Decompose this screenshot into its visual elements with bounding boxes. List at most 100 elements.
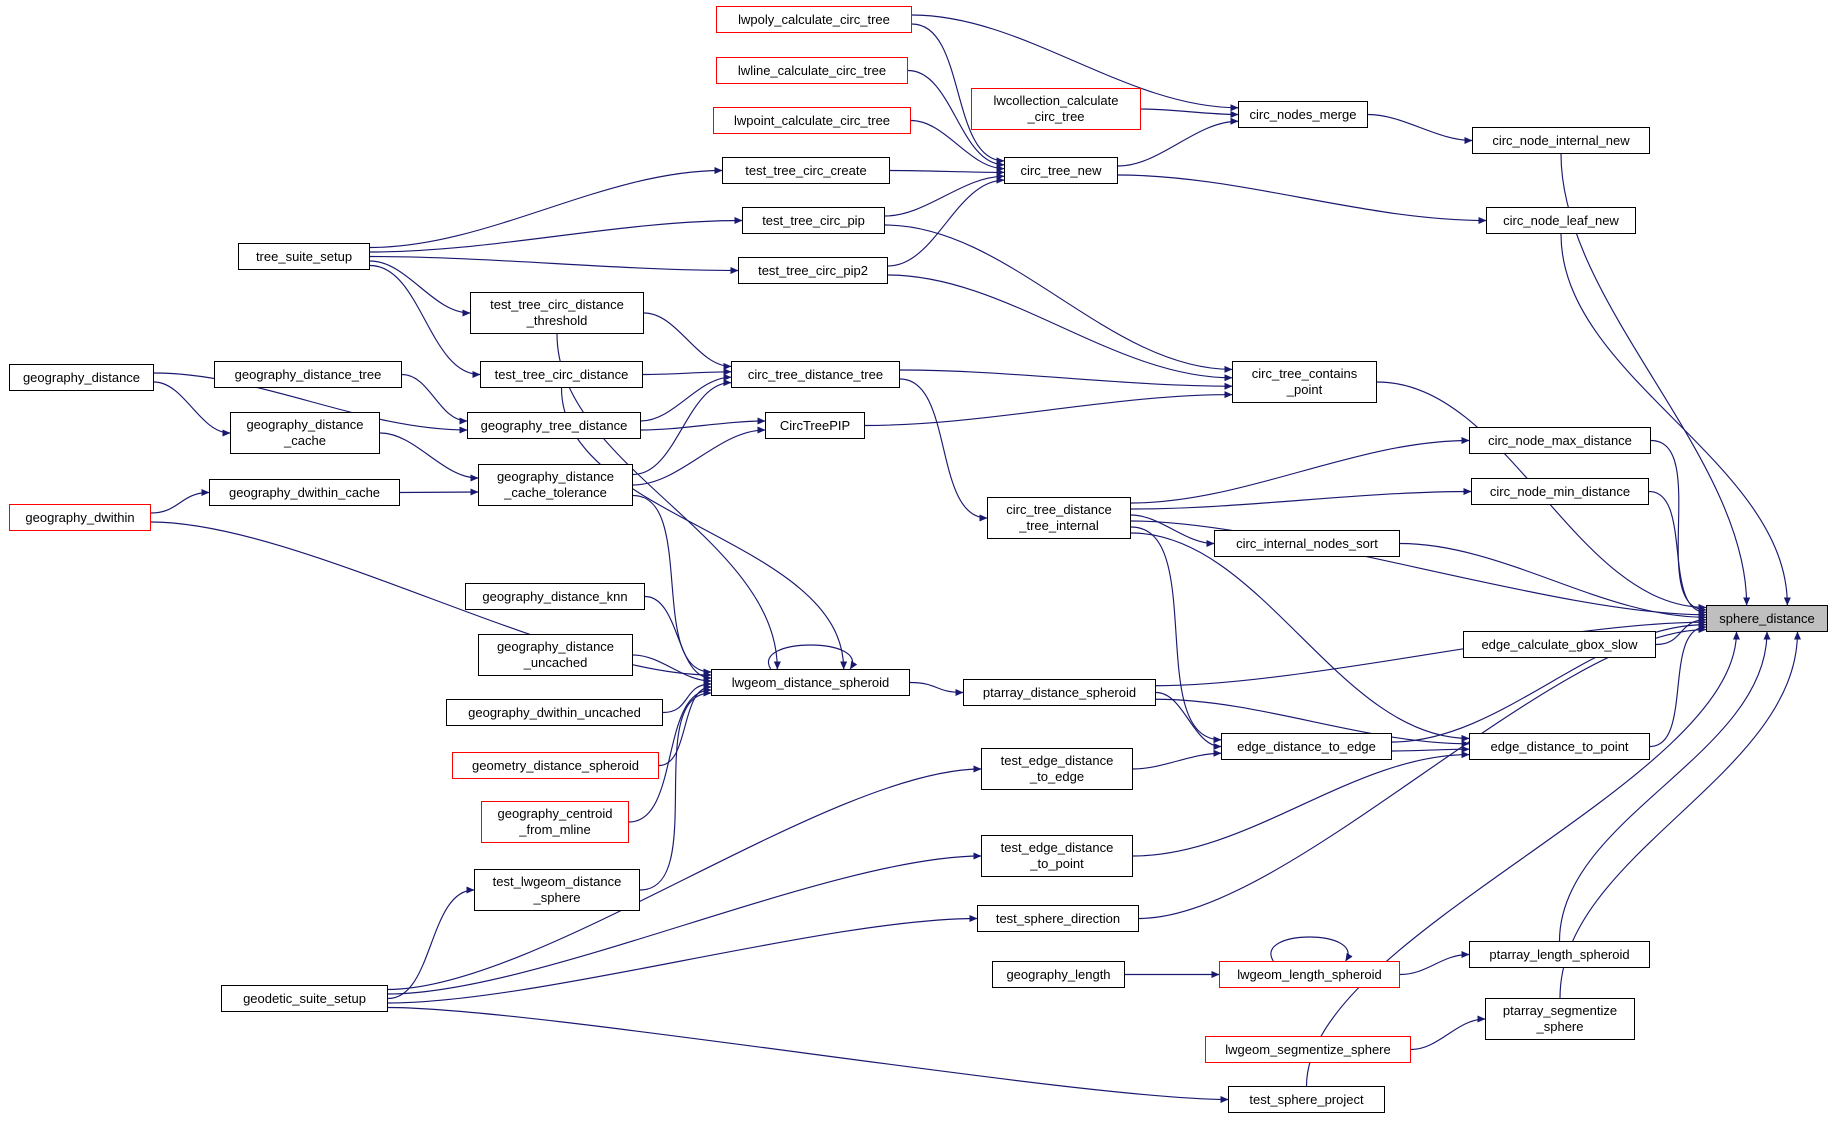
node-CircTreePIP[interactable]: CircTreePIP (765, 412, 865, 439)
node-label: test_tree_circ_distance (494, 366, 629, 382)
edge-circ_tree_new-to-circ_node_leaf_new (1117, 174, 1487, 224)
node-geography_distance[interactable]: geography_distance (9, 364, 154, 391)
node-lwline_calculate_circ_tree[interactable]: lwline_calculate_circ_tree (716, 57, 908, 84)
node-circ_node_leaf_new[interactable]: circ_node_leaf_new (1486, 207, 1636, 234)
node-label: _sphere (1536, 1019, 1584, 1034)
edge-geography_tree_distance-to-circ_tree_distance_tree (640, 373, 732, 422)
node-geography_dwithin_uncached[interactable]: geography_dwithin_uncached (446, 699, 663, 726)
node-circ_tree_distance_tree[interactable]: circ_tree_distance_tree (731, 361, 900, 388)
node-lwpoly_calculate_circ_tree[interactable]: lwpoly_calculate_circ_tree (716, 6, 912, 33)
node-geography_distance_tree[interactable]: geography_distance_tree (214, 361, 402, 388)
node-label: geodetic_suite_setup (243, 990, 366, 1006)
node-geography_dwithin[interactable]: geography_dwithin (9, 504, 151, 531)
node-label: circ_tree_contains (1251, 366, 1358, 381)
node-geography_distance_cache[interactable]: geography_distance_cache (230, 412, 380, 454)
edge-circ_internal_nodes_sort-to-sphere_distance (1399, 542, 1707, 621)
node-label: test_edge_distance (1000, 753, 1114, 768)
node-edge_distance_to_edge[interactable]: edge_distance_to_edge (1221, 733, 1392, 760)
node-geography_distance_knn[interactable]: geography_distance_knn (465, 583, 645, 610)
edge-ptarray_distance_spheroid-to-edge_distance_to_point (1155, 698, 1470, 748)
edge-lwgeom_length_spheroid-to-ptarray_length_spheroid (1399, 951, 1470, 976)
edge-test_tree_circ_distance_threshold-to-circ_tree_distance_tree (643, 312, 732, 370)
node-circ_node_max_distance[interactable]: circ_node_max_distance (1469, 427, 1651, 454)
node-label: circ_tree_new (1020, 162, 1102, 178)
edge-ptarray_distance_spheroid-to-sphere_distance (1155, 618, 1707, 687)
node-label: geography_dwithin_cache (228, 484, 381, 500)
node-label: edge_calculate_gbox_slow (1481, 636, 1638, 652)
node-lwgeom_length_spheroid[interactable]: lwgeom_length_spheroid (1219, 961, 1400, 988)
node-test_sphere_direction[interactable]: test_sphere_direction (977, 905, 1139, 932)
edge-lwpoly_calculate_circ_tree-to-circ_tree_new (911, 23, 1005, 165)
node-test_tree_circ_pip2[interactable]: test_tree_circ_pip2 (738, 257, 888, 284)
edge-circ_tree_distance_tree_internal-to-edge_distance_to_point (1130, 532, 1470, 742)
node-ptarray_length_spheroid[interactable]: ptarray_length_spheroid (1469, 941, 1650, 968)
node-geometry_distance_spheroid[interactable]: geometry_distance_spheroid (452, 752, 659, 779)
node-label: _circ_tree (1027, 109, 1085, 124)
node-geography_distance_uncached[interactable]: geography_distance_uncached (478, 634, 633, 676)
edge-lwgeom_length_spheroid-to-lwgeom_length_spheroid (1270, 936, 1353, 962)
node-test_tree_circ_pip[interactable]: test_tree_circ_pip (742, 207, 885, 234)
node-circ_tree_new[interactable]: circ_tree_new (1004, 157, 1118, 184)
edge-test_tree_circ_pip2-to-circ_tree_new (887, 176, 1005, 267)
node-label: circ_node_internal_new (1492, 132, 1630, 148)
node-lwcollection_calculate_circ_tree[interactable]: lwcollection_calculate_circ_tree (971, 88, 1141, 130)
node-test_tree_circ_distance[interactable]: test_tree_circ_distance (480, 361, 643, 388)
edge-lwcollection_calculate_circ_tree-to-circ_nodes_merge (1140, 108, 1239, 118)
node-label: geography_distance_tree (234, 366, 382, 382)
node-test_tree_circ_distance_threshold[interactable]: test_tree_circ_distance_threshold (470, 292, 644, 334)
node-label: lwgeom_distance_spheroid (731, 674, 890, 690)
node-label: circ_node_max_distance (1488, 432, 1632, 448)
edge-tree_suite_setup-to-test_tree_circ_distance (369, 264, 481, 378)
node-tree_suite_setup[interactable]: tree_suite_setup (238, 243, 370, 270)
edge-lwgeom_distance_spheroid-to-ptarray_distance_spheroid (909, 681, 964, 696)
edge-geography_distance_cache_tolerance-to-CircTreePIP (632, 426, 766, 486)
node-circ_tree_distance_tree_internal[interactable]: circ_tree_distance_tree_internal (987, 497, 1131, 539)
node-test_lwgeom_distance_sphere[interactable]: test_lwgeom_distance_sphere (474, 869, 640, 911)
node-circ_tree_contains_point[interactable]: circ_tree_contains_point (1232, 361, 1377, 403)
node-geodetic_suite_setup[interactable]: geodetic_suite_setup (221, 985, 388, 1012)
node-geography_tree_distance[interactable]: geography_tree_distance (467, 412, 641, 439)
node-label: _point (1286, 382, 1323, 397)
node-label: ptarray_segmentize (1502, 1003, 1618, 1018)
node-test_edge_distance_to_edge[interactable]: test_edge_distance_to_edge (981, 748, 1133, 790)
edge-geography_distance_knn-to-lwgeom_distance_spheroid (644, 595, 712, 682)
node-ptarray_distance_spheroid[interactable]: ptarray_distance_spheroid (963, 679, 1156, 706)
node-geography_length[interactable]: geography_length (992, 961, 1125, 988)
edge-test_sphere_direction-to-sphere_distance (1138, 626, 1707, 920)
edge-tree_suite_setup-to-test_tree_circ_create (369, 167, 723, 249)
node-lwgeom_segmentize_sphere[interactable]: lwgeom_segmentize_sphere (1205, 1036, 1411, 1063)
node-circ_node_min_distance[interactable]: circ_node_min_distance (1471, 478, 1649, 505)
node-label: edge_distance_to_point (1490, 738, 1629, 754)
edge-geodetic_suite_setup-to-test_sphere_project (387, 1006, 1229, 1103)
edge-geodetic_suite_setup-to-test_edge_distance_to_edge (387, 765, 982, 991)
edge-lwpoly_calculate_circ_tree-to-circ_nodes_merge (911, 14, 1239, 112)
node-circ_node_internal_new[interactable]: circ_node_internal_new (1472, 127, 1650, 154)
node-circ_internal_nodes_sort[interactable]: circ_internal_nodes_sort (1214, 530, 1400, 557)
node-test_edge_distance_to_point[interactable]: test_edge_distance_to_point (981, 835, 1133, 877)
node-ptarray_segmentize_sphere[interactable]: ptarray_segmentize_sphere (1485, 998, 1635, 1040)
edge-circ_tree_new-to-circ_nodes_merge (1117, 117, 1239, 167)
node-test_sphere_project[interactable]: test_sphere_project (1228, 1086, 1385, 1113)
node-lwgeom_distance_spheroid[interactable]: lwgeom_distance_spheroid (711, 669, 910, 696)
node-edge_calculate_gbox_slow[interactable]: edge_calculate_gbox_slow (1463, 631, 1656, 658)
node-geography_dwithin_cache[interactable]: geography_dwithin_cache (209, 479, 400, 506)
node-label: _cache (284, 433, 326, 448)
node-test_tree_circ_create[interactable]: test_tree_circ_create (722, 157, 890, 184)
node-geography_distance_cache_tolerance[interactable]: geography_distance_cache_tolerance (478, 464, 633, 506)
node-label: lwgeom_segmentize_sphere (1225, 1041, 1391, 1057)
node-lwpoint_calculate_circ_tree[interactable]: lwpoint_calculate_circ_tree (713, 107, 911, 134)
node-circ_nodes_merge[interactable]: circ_nodes_merge (1238, 101, 1368, 128)
edge-geography_dwithin_cache-to-geography_distance_cache_tolerance (399, 488, 479, 496)
node-edge_distance_to_point[interactable]: edge_distance_to_point (1469, 733, 1650, 760)
node-sphere_distance[interactable]: sphere_distance (1706, 605, 1828, 632)
edge-geography_distance_tree-to-geography_tree_distance (401, 373, 468, 425)
edge-test_sphere_project-to-sphere_distance (1305, 631, 1740, 1087)
node-label: geography_length (1006, 966, 1111, 982)
node-label: test_sphere_direction (995, 910, 1121, 926)
node-label: test_tree_circ_pip (762, 212, 865, 228)
node-label: ptarray_distance_spheroid (982, 684, 1137, 700)
node-label: _threshold (526, 313, 588, 328)
node-label: lwgeom_length_spheroid (1237, 966, 1382, 982)
edge-geography_distance_cache-to-geography_distance_cache_tolerance (379, 432, 479, 482)
node-geography_centroid_from_mline[interactable]: geography_centroid_from_mline (481, 801, 629, 843)
